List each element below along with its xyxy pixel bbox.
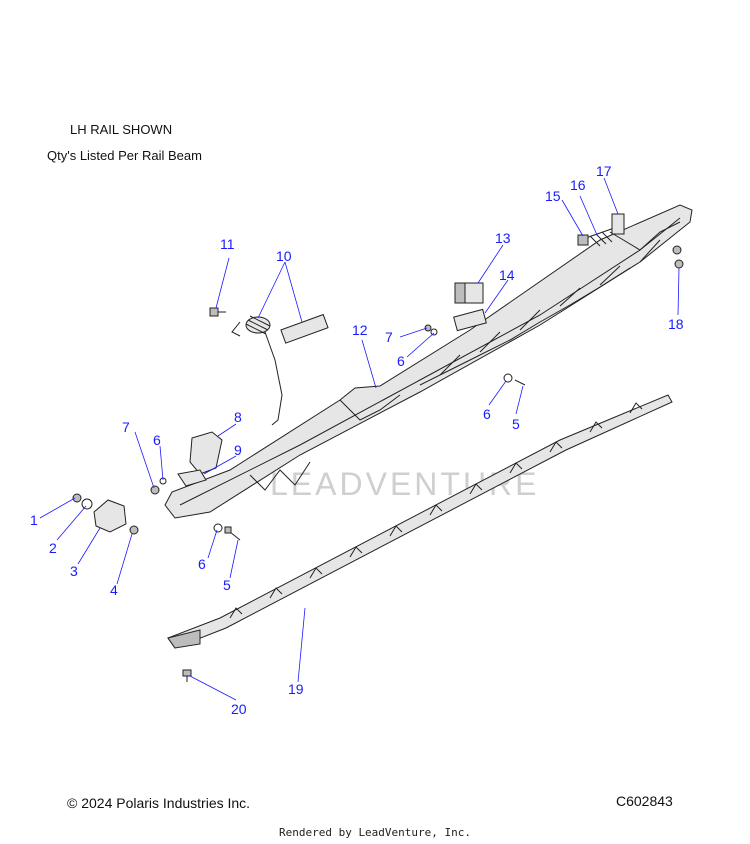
screw-20: [182, 669, 192, 682]
callout-11: 11: [220, 236, 235, 252]
rendered-by: Rendered by LeadVenture, Inc.: [278, 826, 472, 839]
callout-12: 12: [352, 322, 368, 338]
callout-6b: 6: [153, 432, 161, 448]
callout-19: 19: [288, 681, 304, 697]
block-13: [454, 282, 484, 304]
hardware-mid: [424, 324, 526, 386]
diagram-id: C602843: [616, 793, 673, 809]
plate-17: [611, 213, 625, 235]
callout-20: 20: [231, 701, 247, 717]
fastener-18: [672, 245, 684, 269]
leader-lines: [39, 177, 680, 701]
note-lh-rail: LH RAIL SHOWN: [70, 122, 173, 137]
callout-6d: 6: [483, 406, 491, 422]
washer-2: [81, 498, 93, 510]
rail-slide: [167, 394, 673, 649]
spring-assembly: [231, 313, 329, 426]
callout-7a: 7: [122, 419, 130, 435]
callout-13: 13: [495, 230, 511, 246]
bolt-11: [209, 307, 226, 317]
callout-3: 3: [70, 563, 78, 579]
callout-5a: 5: [223, 577, 231, 593]
callout-16: 16: [570, 177, 586, 193]
callout-15: 15: [545, 188, 561, 204]
note-qty: Qty's Listed Per Rail Beam: [47, 148, 202, 163]
callout-14: 14: [499, 267, 515, 283]
callout-1: 1: [30, 512, 38, 528]
callout-5b: 5: [512, 416, 520, 432]
clip-9: [177, 469, 207, 487]
callout-8: 8: [234, 409, 242, 425]
block-14: [453, 308, 487, 332]
nut-1: [72, 493, 82, 503]
copyright: © 2024 Polaris Industries Inc.: [67, 795, 251, 811]
front-block-8: [189, 431, 223, 475]
callouts: 1 2 3 4 5 6 7 6 8 9 10 11 12 7 6 13 14 1…: [30, 163, 684, 717]
cap-3: [93, 499, 127, 533]
callout-7b: 7: [385, 329, 393, 345]
rail-beam: [164, 204, 693, 519]
callout-9: 9: [234, 442, 242, 458]
callout-2: 2: [49, 540, 57, 556]
bolt-4: [129, 525, 139, 535]
callout-6a: 6: [198, 556, 206, 572]
callout-4: 4: [110, 582, 118, 598]
callout-17: 17: [596, 163, 612, 179]
callout-6c: 6: [397, 353, 405, 369]
callout-18: 18: [668, 316, 684, 332]
callout-10: 10: [276, 248, 292, 264]
